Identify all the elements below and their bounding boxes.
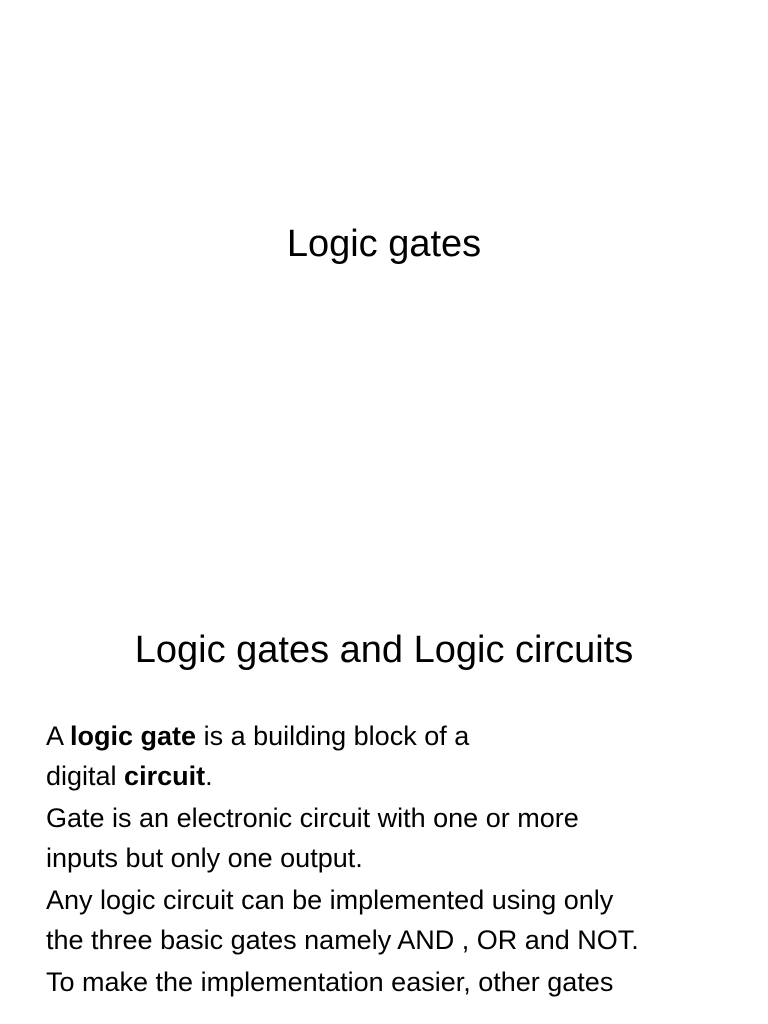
- term-logic-gate: logic gate: [70, 721, 197, 751]
- term-circuit: circuit: [124, 761, 206, 791]
- text-segment: digital: [46, 761, 125, 791]
- paragraph-gate-description: Gate is an electronic circuit with one o…: [46, 798, 736, 878]
- slide-title-logic-circuits: Logic gates and Logic circuits: [134, 629, 634, 671]
- text-segment: is a building block of a: [196, 721, 470, 751]
- text-line: inputs but only one output.: [46, 843, 363, 873]
- paragraph-other-gates: To make the implementation easier, other…: [46, 962, 736, 1002]
- paragraph-definition: A logic gate is a building block of a dig…: [46, 716, 736, 796]
- slide-body: A logic gate is a building block of a dig…: [46, 716, 736, 1004]
- text-line: the three basic gates namely AND , OR an…: [46, 925, 639, 955]
- text-segment: A: [46, 721, 71, 751]
- text-line: Any logic circuit can be implemented usi…: [46, 885, 614, 915]
- text-line: Gate is an electronic circuit with one o…: [46, 803, 579, 833]
- text-segment: .: [205, 761, 213, 791]
- text-line: To make the implementation easier, other…: [46, 967, 614, 997]
- paragraph-basic-gates: Any logic circuit can be implemented usi…: [46, 880, 736, 960]
- slide-title-logic-gates: Logic gates: [286, 223, 482, 265]
